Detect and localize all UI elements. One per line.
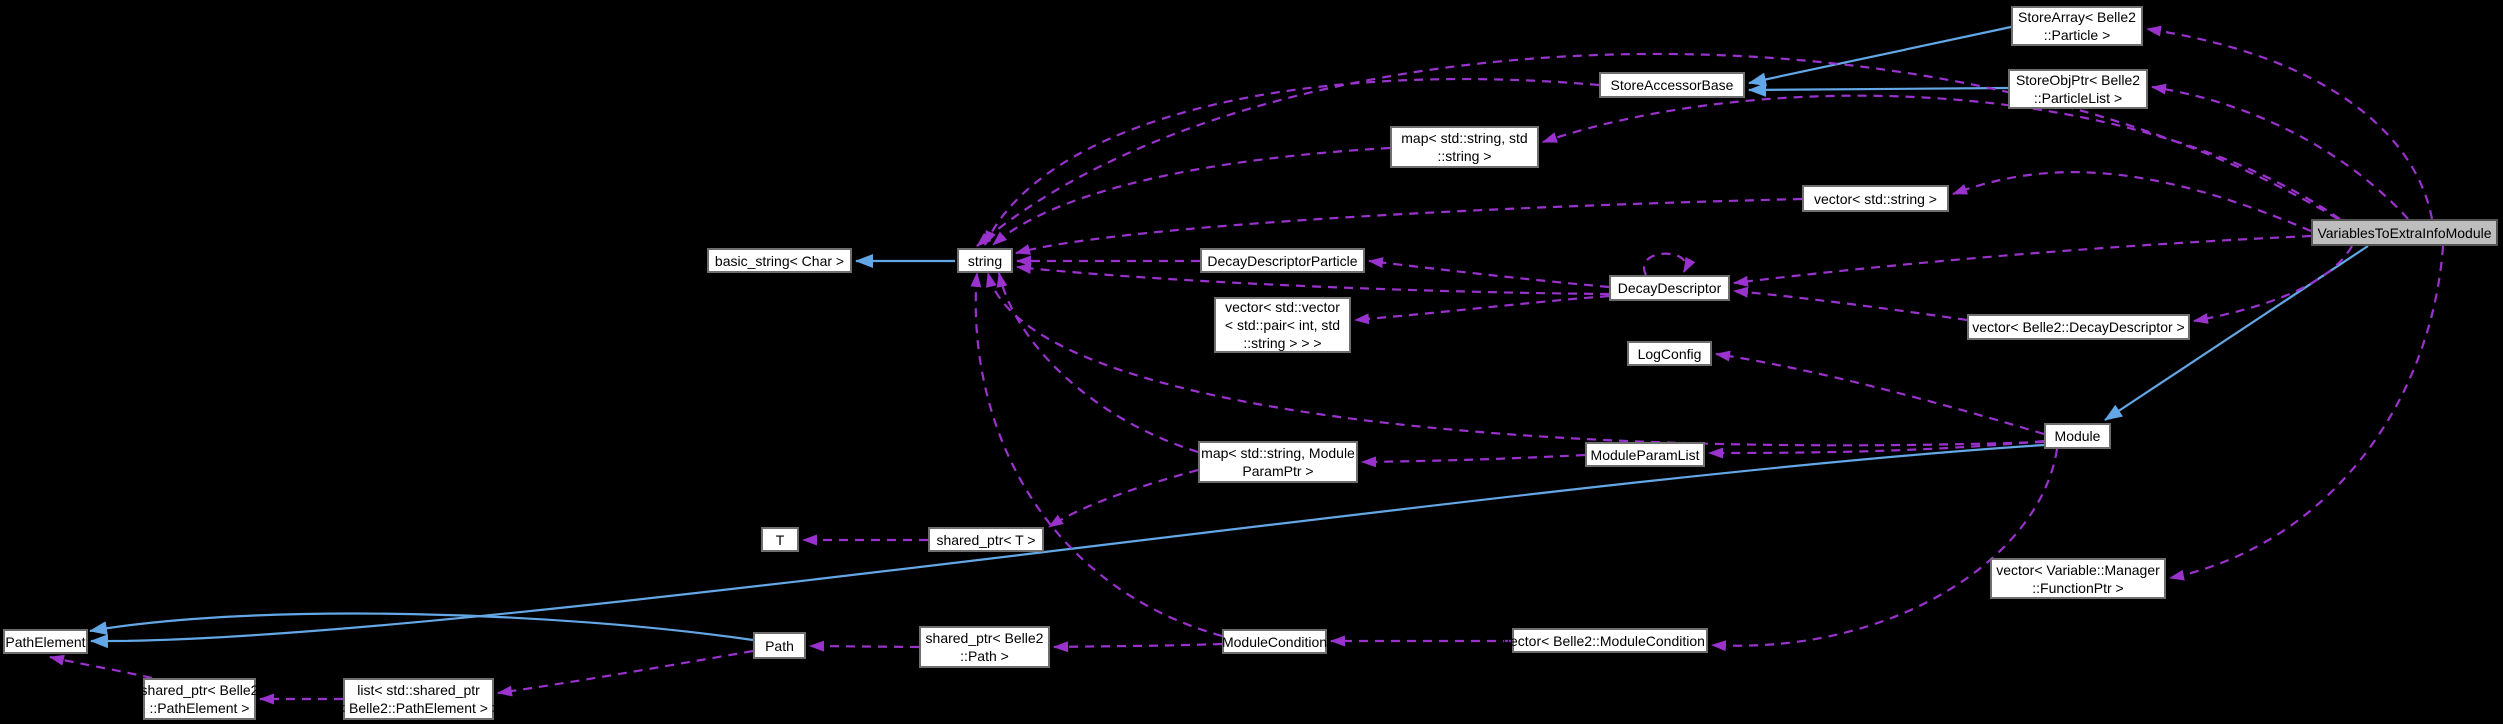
node-label-line: ::string > > > — [1243, 335, 1322, 351]
edge-variables-to-extra-info-module-to-store-objptr-particlelist — [2151, 83, 2409, 220]
node-label-line: StoreAccessorBase — [1610, 77, 1734, 93]
node-label-line: LogConfig — [1637, 345, 1702, 362]
edge-variables-to-extra-info-module-to-vector-string — [1952, 171, 2312, 233]
node-label-line: ::PathElement > — [149, 700, 250, 716]
node-label-line: StoreArray< Belle2 — [2018, 9, 2136, 25]
edge-variables-to-extra-info-module-to-map-string-string — [1542, 94, 2341, 220]
node-label-line: ModuleParamList — [1590, 446, 1700, 463]
node-log-config[interactable]: LogConfig — [1627, 341, 1712, 366]
node-label-line: ModuleCondition — [1221, 633, 1328, 650]
edge-module-to-log-config — [1715, 350, 2045, 436]
edge-module-param-list-to-map-module-param-ptr — [1361, 453, 1586, 468]
edge-module-to-vector-module-condition — [1711, 448, 2059, 652]
node-label-line: vector< Belle2::ModuleCondition > — [1502, 632, 1718, 649]
edge-store-objptr-particlelist-to-store-accessor-base — [1748, 82, 2009, 97]
node-string[interactable]: string — [957, 248, 1013, 273]
edge-variables-to-extra-info-module-to-vector-decay-descriptor — [2193, 245, 2353, 324]
node-module[interactable]: Module — [2044, 423, 2111, 449]
node-t[interactable]: T — [761, 527, 799, 552]
node-map-string-string[interactable]: map< std::string, std::string > — [1390, 126, 1539, 168]
edge-map-module-param-ptr-to-shared-ptr-t — [1048, 468, 1199, 528]
node-label-line: < Belle2::PathElement > > — [336, 700, 501, 716]
node-label-line: T — [775, 531, 785, 548]
node-label-line: shared_ptr< T > — [936, 531, 1036, 548]
edge-variables-to-extra-info-module-to-store-array-particle — [2146, 25, 2434, 220]
node-label-line: list< std::shared_ptr — [357, 682, 480, 698]
node-label-line: DecayDescriptorParticle — [1207, 252, 1358, 269]
node-label-line: vector< std::string > — [1814, 190, 1937, 207]
node-shared-ptr-t[interactable]: shared_ptr< T > — [928, 527, 1044, 552]
node-list-shared-ptr-path-element[interactable]: list< std::shared_ptr< Belle2::PathEleme… — [337, 678, 500, 720]
edge-module-condition-to-string — [970, 272, 1223, 638]
node-label-line: vector< std::vector — [1225, 299, 1340, 315]
edge-decay-descriptor-to-string — [1016, 263, 1610, 296]
node-basic-string-char[interactable]: basic_string< Char > — [707, 248, 852, 273]
edge-variables-to-extra-info-module-to-vector-function-ptr — [2169, 245, 2445, 581]
node-label-line: ParamPtr > — [1242, 463, 1314, 479]
node-label-line: ::ParticleList > — [2033, 90, 2123, 106]
node-label-line: ::Particle > — [2043, 27, 2111, 43]
node-store-objptr-particlelist[interactable]: StoreObjPtr< Belle2::ParticleList > — [2008, 69, 2148, 109]
edge-variables-to-extra-info-module-to-decay-descriptor — [1733, 234, 2312, 287]
edge-path-to-path-element — [89, 612, 754, 642]
edge-vector-string-to-string — [1015, 197, 1803, 255]
edge-decay-descriptor-to-vector-pair-int-string — [1354, 294, 1610, 325]
edge-module-condition-to-shared-ptr-path — [1053, 641, 1223, 653]
node-label-line: ::FunctionPtr > — [2032, 579, 2124, 596]
node-label-line: vector< Belle2::DecayDescriptor > — [1972, 319, 2185, 335]
node-label-line: basic_string< Char > — [714, 252, 845, 269]
edge-map-module-param-ptr-to-string — [996, 272, 1199, 454]
node-vector-pair-int-string[interactable]: vector< std::vector< std::pair< int, std… — [1214, 297, 1351, 353]
node-label-line: < std::pair< int, std — [1224, 317, 1341, 333]
edge-shared-ptr-path-element-to-path-element — [49, 654, 153, 680]
node-label-line: shared_ptr< Belle2 — [925, 630, 1044, 646]
node-label-line: Module — [2054, 428, 2101, 444]
node-label-line: DecayDescriptor — [1617, 280, 1722, 296]
node-shared-ptr-path-element[interactable]: shared_ptr< Belle2::PathElement > — [140, 678, 259, 720]
node-store-array-particle[interactable]: StoreArray< Belle2::Particle > — [2011, 6, 2143, 46]
node-path[interactable]: Path — [753, 632, 806, 659]
node-label-line: PathElement — [5, 633, 86, 650]
edge-module-to-string — [986, 272, 2045, 447]
node-label-line: StoreObjPtr< Belle2 — [2015, 72, 2141, 88]
edge-module-to-path-element — [90, 443, 2045, 649]
node-label-line: vector< Variable::Manager — [1996, 561, 2160, 578]
node-vector-module-condition[interactable]: vector< Belle2::ModuleCondition > — [1503, 628, 1717, 653]
node-vector-string[interactable]: vector< std::string > — [1802, 185, 1949, 212]
node-shared-ptr-path[interactable]: shared_ptr< Belle2::Path > — [919, 626, 1050, 668]
node-variables-to-extra-info-module[interactable]: VariablesToExtraInfoModule — [2311, 219, 2498, 246]
node-label-line: map< std::string, std — [1401, 130, 1528, 146]
node-label-line: ::string > — [1437, 148, 1492, 164]
edge-path-to-list-shared-ptr-path-element — [497, 649, 754, 697]
node-vector-function-ptr[interactable]: vector< Variable::Manager::FunctionPtr > — [1990, 558, 2166, 599]
edge-module-to-module-param-list — [1708, 439, 2045, 459]
edge-store-accessor-base-to-string — [984, 77, 1600, 246]
edge-decay-descriptor-to-decay-descriptor — [1642, 252, 1696, 276]
node-label-line: VariablesToExtraInfoModule — [2317, 224, 2492, 241]
node-label-line: shared_ptr< Belle2 — [140, 682, 259, 698]
node-vector-decay-descriptor[interactable]: vector< Belle2::DecayDescriptor > — [1967, 314, 2190, 340]
node-label-line: map< std::string, Module — [1201, 445, 1355, 461]
edge-map-string-string-to-string — [992, 146, 1391, 246]
node-decay-descriptor-particle[interactable]: DecayDescriptorParticle — [1200, 248, 1365, 273]
edge-vector-decay-descriptor-to-decay-descriptor — [1733, 286, 1968, 322]
node-module-param-list[interactable]: ModuleParamList — [1585, 442, 1705, 467]
node-decay-descriptor[interactable]: DecayDescriptor — [1609, 275, 1730, 301]
node-module-condition[interactable]: ModuleCondition — [1222, 629, 1327, 654]
edge-store-array-particle-to-store-accessor-base — [1748, 25, 2012, 87]
edge-decay-descriptor-to-decay-descriptor-particle — [1368, 257, 1610, 289]
node-label-line: ::Path > — [960, 648, 1009, 664]
edge-variables-to-extra-info-module-to-string — [976, 52, 2339, 247]
edge-shared-ptr-path-to-path — [809, 640, 920, 652]
node-label-line: Path — [765, 637, 794, 654]
node-path-element[interactable]: PathElement — [3, 629, 88, 654]
node-store-accessor-base[interactable]: StoreAccessorBase — [1599, 72, 1745, 98]
node-label-line: string — [967, 252, 1003, 269]
